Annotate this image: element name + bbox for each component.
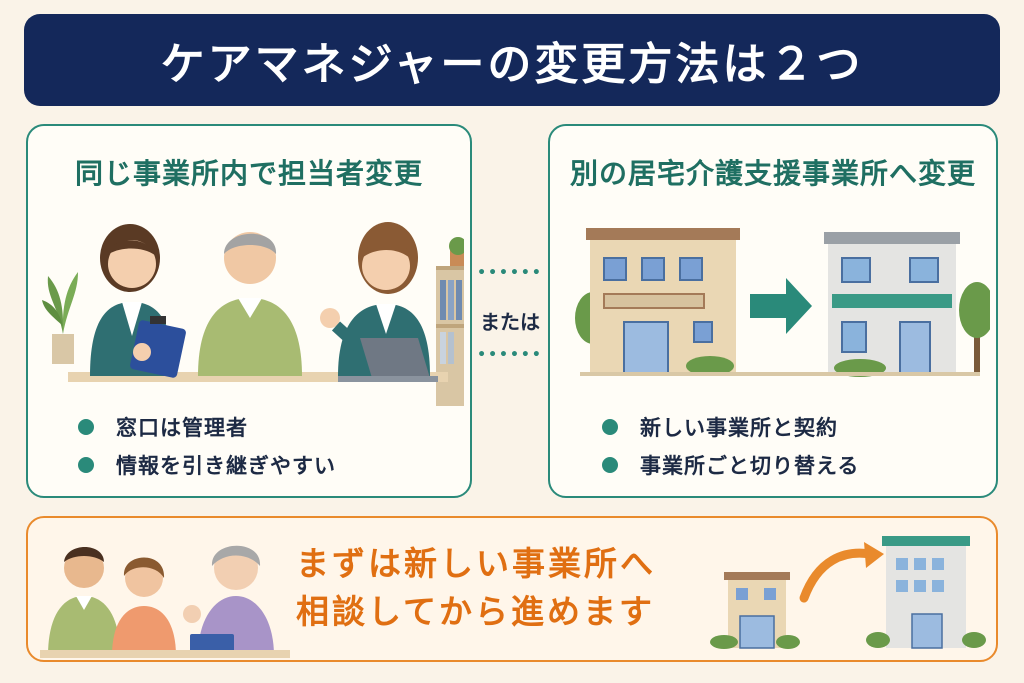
plant-icon: [42, 272, 78, 364]
bullet-icon: [78, 419, 94, 435]
staff-with-clipboard: [90, 224, 186, 378]
list-item: 情報を引き継ぎやすい: [78, 446, 336, 484]
people-meeting-illustration: [42, 222, 464, 406]
connector-dots-top: ••••••: [477, 265, 543, 281]
bullet-icon: [78, 457, 94, 473]
connector-label: または: [480, 310, 540, 334]
building-icon: [824, 232, 960, 377]
page-title: ケアマネジャーの変更方法は２つ: [160, 39, 864, 90]
elderly-man: [198, 232, 302, 376]
title-banner: ケアマネジャーの変更方法は２つ: [24, 14, 1000, 106]
bullet-icon: [602, 419, 618, 435]
shelf-icon: [436, 237, 464, 406]
advice-line-1: まずは新しい事業所へ: [296, 544, 656, 583]
office-change-illustration: [575, 228, 990, 377]
advice-box: まずは新しい事業所へ 相談してから進めます: [26, 516, 998, 662]
advice-line-2: 相談してから進めます: [296, 592, 656, 631]
other-office-bullets: 新しい事業所と契約 事業所ごと切り替える: [602, 408, 859, 484]
bullet-icon: [602, 457, 618, 473]
list-item: 事業所ごと切り替える: [602, 446, 859, 484]
other-office-heading: 別の居宅介護支援事業所へ変更: [569, 157, 976, 190]
other-office-panel: 別の居宅介護支援事業所へ変更: [548, 124, 998, 498]
curved-arrow-icon: [799, 548, 875, 603]
same-office-panel: 同じ事業所内で担当者変更: [26, 124, 472, 498]
same-office-heading: 同じ事業所内で担当者変更: [74, 157, 423, 190]
list-item: 新しい事業所と契約: [602, 408, 859, 446]
building-icon: [866, 536, 986, 649]
advice-text: まずは新しい事業所へ 相談してから進めます: [296, 540, 656, 636]
same-office-bullets: 窓口は管理者 情報を引き継ぎやすい: [78, 408, 336, 484]
office-move-illustration: [710, 536, 986, 649]
building-icon: [586, 228, 740, 376]
tree-icon: [959, 282, 990, 372]
arrow-right-icon: [750, 278, 812, 334]
family-consultation-illustration: [40, 545, 290, 658]
staff-with-laptop: [320, 222, 438, 382]
list-item: 窓口は管理者: [78, 408, 336, 446]
building-icon: [710, 572, 800, 649]
connector-dots-bottom: ••••••: [477, 347, 543, 363]
